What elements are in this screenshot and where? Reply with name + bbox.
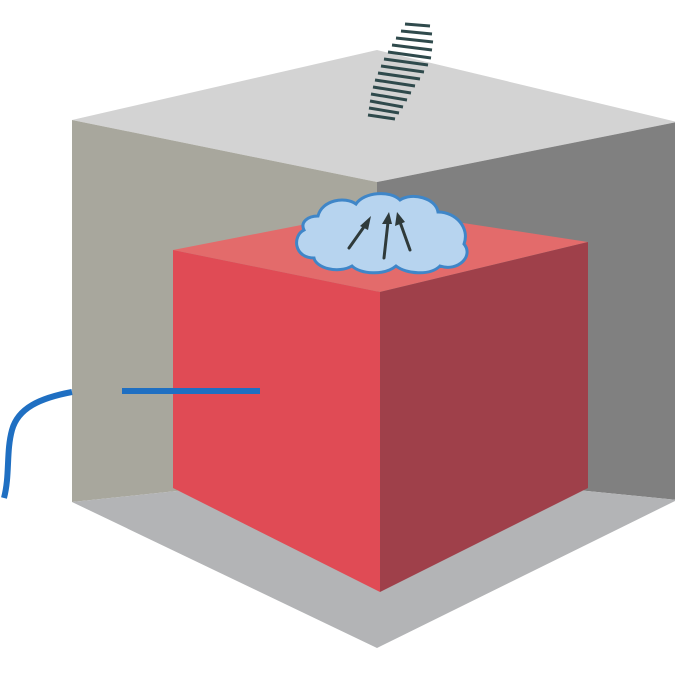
blue-wire <box>1 388 260 499</box>
vent-icon <box>367 22 434 121</box>
wire-outside <box>1 389 73 499</box>
rising-arrows-icon <box>347 212 412 260</box>
vapor-cloud-shape <box>295 192 469 275</box>
cube-right-face <box>380 242 588 592</box>
cube-front-face <box>173 250 380 592</box>
vapor-cloud-icon <box>295 192 469 275</box>
